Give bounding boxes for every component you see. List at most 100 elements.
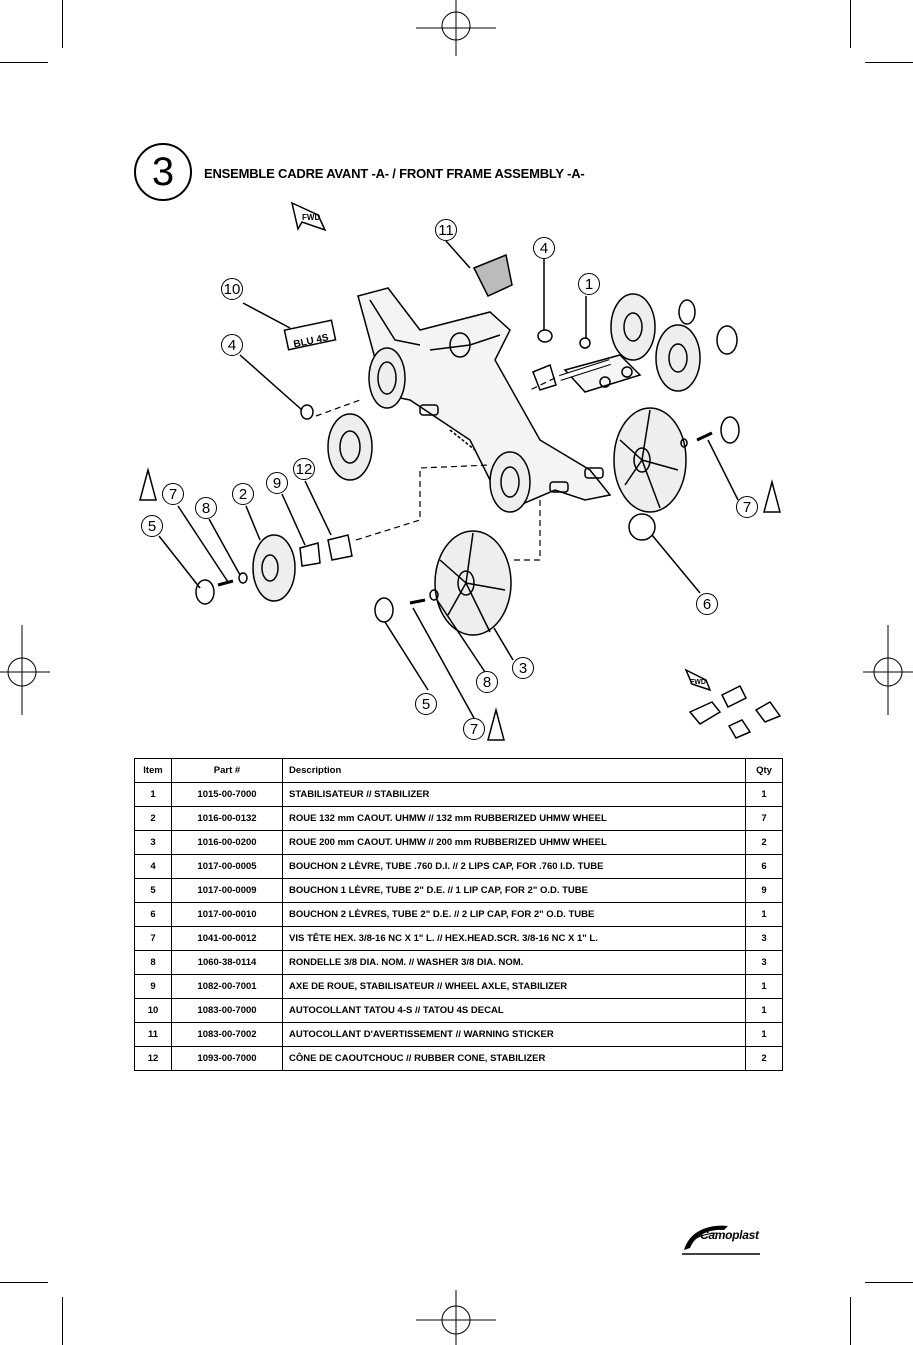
cell-description: ROUE 132 mm CAOUT. UHMW // 132 mm RUBBER… <box>282 806 746 831</box>
cell-description: BOUCHON 2 LÈVRE, TUBE .760 D.I. // 2 LIP… <box>282 854 746 879</box>
cell-item: 6 <box>134 902 172 927</box>
cell-part: 1093-00-7000 <box>171 1046 283 1071</box>
header-part: Part # <box>171 758 283 783</box>
section-title: ENSEMBLE CADRE AVANT -A- / FRONT FRAME A… <box>204 166 585 181</box>
cell-part: 1083-00-7000 <box>171 998 283 1023</box>
cell-qty: 1 <box>745 782 783 807</box>
cell-qty: 7 <box>745 806 783 831</box>
cell-item: 1 <box>134 782 172 807</box>
cell-description: RONDELLE 3/8 DIA. NOM. // WASHER 3/8 DIA… <box>282 950 746 975</box>
cell-part: 1017-00-0010 <box>171 902 283 927</box>
crop-mark <box>62 0 63 48</box>
crop-mark <box>865 62 913 63</box>
cell-part: 1015-00-7000 <box>171 782 283 807</box>
section-number: 3 <box>134 143 192 201</box>
fwd-label-bottom: FWD <box>690 679 706 686</box>
table-header-row: Item Part # Description Qty <box>134 758 783 783</box>
cell-part: 1083-00-7002 <box>171 1022 283 1047</box>
callout-4: 4 <box>533 237 555 259</box>
cell-part: 1060-38-0114 <box>171 950 283 975</box>
registration-mark-left <box>0 625 50 715</box>
cell-description: AXE DE ROUE, STABILISATEUR // WHEEL AXLE… <box>282 974 746 999</box>
cell-qty: 1 <box>745 902 783 927</box>
cell-description: AUTOCOLLANT TATOU 4-S // TATOU 4S DECAL <box>282 998 746 1023</box>
callout-11: 11 <box>435 219 457 241</box>
cell-item: 10 <box>134 998 172 1023</box>
registration-mark-top <box>416 0 496 56</box>
logo-text: Camoplast <box>700 1228 759 1242</box>
cell-part: 1041-00-0012 <box>171 926 283 951</box>
header-item: Item <box>134 758 172 783</box>
cell-part: 1017-00-0005 <box>171 854 283 879</box>
callout-1: 1 <box>578 273 600 295</box>
callout-10: 10 <box>221 278 243 300</box>
cell-item: 12 <box>134 1046 172 1071</box>
crop-mark <box>850 1297 851 1345</box>
header-description: Description <box>282 758 746 783</box>
callout-4: 4 <box>221 334 243 356</box>
callout-9: 9 <box>266 472 288 494</box>
cell-item: 5 <box>134 878 172 903</box>
cell-qty: 2 <box>745 830 783 855</box>
callout-5: 5 <box>415 693 437 715</box>
crop-mark <box>850 0 851 48</box>
crop-mark <box>865 1282 913 1283</box>
camoplast-logo <box>682 1225 760 1255</box>
cell-item: 9 <box>134 974 172 999</box>
cell-qty: 9 <box>745 878 783 903</box>
crop-mark <box>62 1297 63 1345</box>
crop-mark <box>0 1282 48 1283</box>
registration-mark-bottom <box>416 1290 496 1345</box>
cell-qty: 1 <box>745 974 783 999</box>
cell-qty: 2 <box>745 1046 783 1071</box>
cell-qty: 3 <box>745 926 783 951</box>
cell-qty: 1 <box>745 998 783 1023</box>
cell-description: STABILISATEUR // STABILIZER <box>282 782 746 807</box>
header-qty: Qty <box>745 758 783 783</box>
cell-qty: 3 <box>745 950 783 975</box>
callout-7: 7 <box>463 718 485 740</box>
cell-item: 3 <box>134 830 172 855</box>
cell-qty: 6 <box>745 854 783 879</box>
callout-7: 7 <box>162 483 184 505</box>
cell-description: BOUCHON 2 LÈVRES, TUBE 2" D.E. // 2 LIP … <box>282 902 746 927</box>
registration-mark-right <box>863 625 913 715</box>
callout-7: 7 <box>736 496 758 518</box>
cell-qty: 1 <box>745 1022 783 1047</box>
cell-description: ROUE 200 mm CAOUT. UHMW // 200 mm RUBBER… <box>282 830 746 855</box>
callout-6: 6 <box>696 593 718 615</box>
cell-part: 1016-00-0132 <box>171 806 283 831</box>
callout-8: 8 <box>476 671 498 693</box>
cell-item: 2 <box>134 806 172 831</box>
callout-8: 8 <box>195 497 217 519</box>
cell-item: 4 <box>134 854 172 879</box>
fwd-label: FWD <box>302 213 320 222</box>
cell-part: 1016-00-0200 <box>171 830 283 855</box>
cell-description: AUTOCOLLANT D'AVERTISSEMENT // WARNING S… <box>282 1022 746 1047</box>
cell-part: 1017-00-0009 <box>171 878 283 903</box>
callout-12: 12 <box>293 458 315 480</box>
callout-3: 3 <box>512 657 534 679</box>
exploded-diagram: FWD BLU 4S FWD <box>139 201 782 741</box>
cell-description: VIS TÊTE HEX. 3/8-16 NC X 1" L. // HEX.H… <box>282 926 746 951</box>
cell-item: 7 <box>134 926 172 951</box>
cell-item: 11 <box>134 1022 172 1047</box>
cell-description: CÔNE DE CAOUTCHOUC // RUBBER CONE, STABI… <box>282 1046 746 1071</box>
cell-part: 1082-00-7001 <box>171 974 283 999</box>
frame <box>357 287 612 506</box>
crop-mark <box>0 62 48 63</box>
callout-5: 5 <box>141 515 163 537</box>
